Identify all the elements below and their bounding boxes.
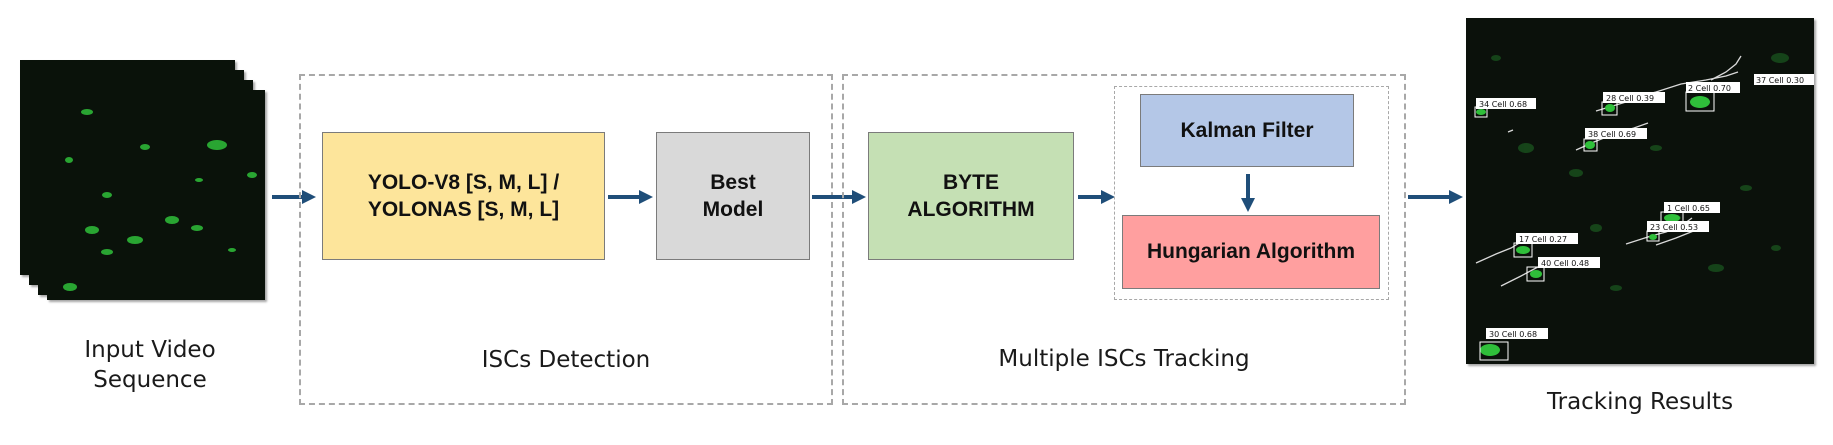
svg-text:34 Cell 0.68: 34 Cell 0.68 (1479, 100, 1527, 109)
detection-tag: 2 Cell 0.70 (1686, 82, 1740, 93)
svg-text:40 Cell 0.48: 40 Cell 0.48 (1541, 259, 1589, 268)
detection-tag: 40 Cell 0.48 (1538, 257, 1600, 268)
tracking-results-image: 34 Cell 0.68 28 Cell 0.39 2 Cell 0.70 37… (1466, 18, 1814, 364)
svg-text:28 Cell 0.39: 28 Cell 0.39 (1606, 94, 1654, 103)
svg-text:17 Cell 0.27: 17 Cell 0.27 (1519, 235, 1567, 244)
detection-group (299, 74, 833, 405)
detection-tag: 37 Cell 0.30 (1754, 74, 1814, 85)
svg-text:38 Cell 0.69: 38 Cell 0.69 (1588, 130, 1636, 139)
tracking-results-caption: Tracking Results (1546, 389, 1734, 415)
detection-tag: 38 Cell 0.69 (1585, 128, 1647, 139)
video-frame-cells (63, 109, 257, 291)
svg-text:1 Cell 0.65: 1 Cell 0.65 (1667, 204, 1710, 213)
association-group (1114, 86, 1389, 300)
tracking-results-overlay: 34 Cell 0.68 28 Cell 0.39 2 Cell 0.70 37… (1474, 53, 1814, 361)
detection-tag: 1 Cell 0.65 (1664, 202, 1720, 213)
detection-tag: 23 Cell 0.53 (1647, 221, 1709, 232)
svg-text:23 Cell 0.53: 23 Cell 0.53 (1650, 223, 1698, 232)
svg-text:2 Cell 0.70: 2 Cell 0.70 (1688, 84, 1731, 93)
detection-tag: 30 Cell 0.68 (1486, 328, 1548, 339)
arrow-icon (272, 190, 316, 204)
byte-algorithm-box: BYTE ALGORITHM (868, 132, 1074, 260)
detection-tag: 17 Cell 0.27 (1516, 233, 1578, 244)
hungarian-algorithm-box: Hungarian Algorithm (1122, 215, 1380, 289)
arrow-down-icon (1241, 174, 1255, 212)
svg-text:30 Cell 0.68: 30 Cell 0.68 (1489, 330, 1537, 339)
arrow-icon (1078, 190, 1115, 204)
arrow-icon (608, 190, 653, 204)
svg-text:37 Cell 0.30: 37 Cell 0.30 (1756, 76, 1804, 85)
kalman-filter-box: Kalman Filter (1140, 94, 1354, 167)
detection-caption: ISCs Detection (481, 347, 651, 373)
tracking-caption: Multiple ISCs Tracking (998, 346, 1250, 372)
yolo-model-box: YOLO-V8 [S, M, L] / YOLONAS [S, M, L] (322, 132, 605, 260)
arrow-icon (812, 190, 866, 204)
detection-tag: 34 Cell 0.68 (1476, 98, 1536, 109)
best-model-box: Best Model (656, 132, 810, 260)
detection-tag: 28 Cell 0.39 (1603, 92, 1665, 103)
video-frame-front (47, 90, 265, 300)
input-video-label: Input Video Sequence (84, 337, 216, 393)
arrow-icon (1408, 190, 1463, 204)
tracking-group (842, 74, 1406, 405)
